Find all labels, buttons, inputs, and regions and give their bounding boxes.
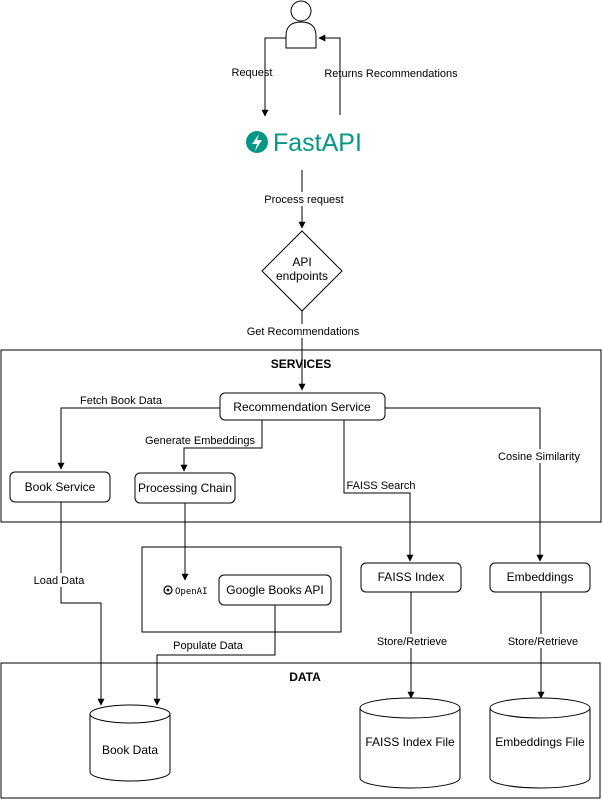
svg-text:OpenAI: OpenAI <box>175 587 208 597</box>
edge-fetch-book-data <box>57 407 220 470</box>
embeddings-label: Embeddings <box>507 570 574 584</box>
book-data-node: Book Data <box>89 704 171 782</box>
openai-logo: OpenAI <box>163 585 208 597</box>
fastapi-logo: FastAPI <box>246 129 362 157</box>
edge-populate-data <box>153 605 276 706</box>
book-service-label: Book Service <box>25 480 96 494</box>
edge-returns <box>318 34 341 115</box>
data-section-title: DATA <box>289 670 321 684</box>
edge-get-recommendations-label: Get Recommendations <box>247 326 360 338</box>
edge-populate-data-label: Populate Data <box>173 640 244 652</box>
edge-generate-embeddings <box>180 420 263 472</box>
data-section <box>0 662 601 799</box>
recommendation-service-node <box>219 392 386 421</box>
services-section-title: SERVICES <box>271 357 331 371</box>
edge-generate-embeddings-label: Generate Embeddings <box>145 435 256 447</box>
edge-request-label: Request <box>232 67 273 79</box>
api-endpoints-label-1: API <box>292 255 311 269</box>
services-section <box>0 349 602 523</box>
book-service-node <box>9 471 111 503</box>
edge-returns-label: Returns Recommendations <box>324 68 458 80</box>
embeddings-file-label: Embeddings File <box>495 735 585 749</box>
recommendation-service-label: Recommendation Service <box>233 400 371 414</box>
faiss-index-label: FAISS Index <box>378 570 445 584</box>
api-endpoints-label-2: endpoints <box>276 269 328 283</box>
edge-store-retrieve-embeddings-label: Store/Retrieve <box>508 636 578 648</box>
svg-text:FastAPI: FastAPI <box>273 129 362 157</box>
user-icon <box>285 0 317 49</box>
edge-faiss-search-label: FAISS Search <box>346 480 415 492</box>
embeddings-file-node: Embeddings File <box>489 697 591 789</box>
processing-chain-label: Processing Chain <box>138 481 232 495</box>
faiss-index-file-node: FAISS Index File <box>359 697 461 789</box>
google-books-api-label: Google Books API <box>226 583 323 597</box>
edge-request <box>261 37 286 117</box>
edge-load-data-label: Load Data <box>34 575 86 587</box>
faiss-index-file-label: FAISS Index File <box>365 735 455 749</box>
edge-load-data <box>60 502 105 706</box>
edge-process-request-label: Process request <box>264 194 343 206</box>
edge-faiss-search <box>343 420 414 562</box>
embeddings-node <box>489 562 591 593</box>
edge-store-retrieve-faiss-label: Store/Retrieve <box>377 636 447 648</box>
book-data-label: Book Data <box>102 743 158 757</box>
edge-cosine-similarity-label: Cosine Similarity <box>498 451 580 463</box>
edge-fetch-book-data-label: Fetch Book Data <box>80 395 163 407</box>
edge-cosine-similarity <box>385 407 544 562</box>
external-apis-group <box>141 546 342 633</box>
